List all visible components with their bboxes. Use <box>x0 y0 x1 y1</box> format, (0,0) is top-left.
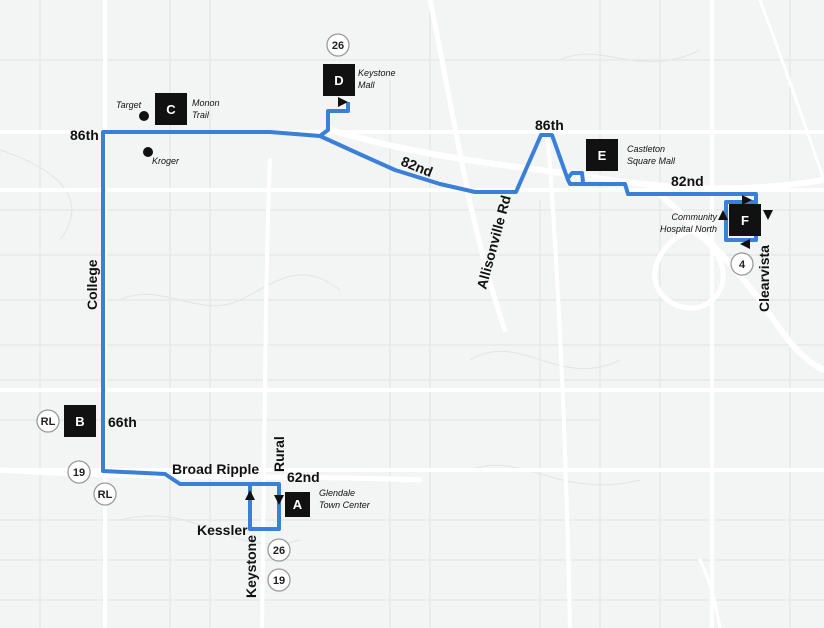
stop-f-place-line-2: Hospital North <box>660 224 717 234</box>
badge-number: 4 <box>739 259 746 271</box>
stop-a-place-line-2: Town Center <box>319 500 371 510</box>
stop-a-place-line-1: Glendale <box>319 488 355 498</box>
stop-a-box <box>285 492 310 517</box>
stop-a[interactable]: A Glendale Town Center <box>285 488 371 517</box>
arrow-icon <box>742 195 752 205</box>
badge-number: RL <box>41 416 56 428</box>
street-label-keystone: Keystone <box>243 535 259 598</box>
arrow-icon <box>274 495 284 505</box>
stop-e-box <box>586 139 618 171</box>
arrow-icon <box>740 239 750 249</box>
stop-d-box <box>323 64 355 96</box>
street-label-86th-west: 86th <box>70 127 99 143</box>
arrow-icon <box>763 210 773 220</box>
landmark-dot-icon <box>143 147 153 157</box>
stop-e-letter: E <box>598 148 607 163</box>
connecting-route-badge[interactable]: RL <box>93 482 117 506</box>
stop-c-place-line-2: Trail <box>192 110 210 120</box>
arrow-icon <box>718 210 728 220</box>
landmark-dot-icon <box>139 111 149 121</box>
stop-f-box <box>729 204 761 236</box>
landmark-target-label: Target <box>116 100 142 110</box>
badge-number: 26 <box>332 40 344 52</box>
stop-d[interactable]: D Keystone Mall <box>323 64 396 96</box>
badge-number: RL <box>98 489 113 501</box>
stop-b[interactable]: B <box>64 405 96 437</box>
connecting-route-badge[interactable]: 26 <box>267 538 291 562</box>
street-label-82nd-east: 82nd <box>671 173 704 189</box>
stop-d-place-line-1: Keystone <box>358 68 396 78</box>
badge-number: 26 <box>273 545 285 557</box>
stop-c-letter: C <box>166 102 176 117</box>
street-label-66th: 66th <box>108 414 137 430</box>
stop-c[interactable]: C Monon Trail <box>155 93 220 125</box>
stop-b-letter: B <box>75 414 84 429</box>
stop-f-letter: F <box>741 213 749 228</box>
stop-c-box <box>155 93 187 125</box>
street-label-college: College <box>84 259 100 310</box>
connecting-route-badge[interactable]: 19 <box>67 460 91 484</box>
connecting-route-badge[interactable]: 4 <box>730 252 754 276</box>
stop-f[interactable]: F Community Hospital North <box>660 204 761 236</box>
stop-b-box <box>64 405 96 437</box>
direction-arrows <box>245 97 773 505</box>
stop-a-letter: A <box>293 497 303 512</box>
stop-e-place-line-2: Square Mall <box>627 156 676 166</box>
street-label-86th-east: 86th <box>535 117 564 133</box>
stop-c-place-line-1: Monon <box>192 98 220 108</box>
route-spur-d <box>318 102 350 138</box>
stop-e-place-line-1: Castleton <box>627 144 665 154</box>
street-label-kessler: Kessler <box>197 522 248 538</box>
route-spur-e <box>566 171 585 183</box>
street-label-clearvista: Clearvista <box>756 245 772 312</box>
landmark-target: Target <box>116 100 149 121</box>
stop-f-place-line-1: Community <box>671 212 717 222</box>
stop-d-place-line-2: Mall <box>358 80 376 90</box>
street-label-rural: Rural <box>271 436 287 472</box>
landmark-kroger-label: Kroger <box>152 156 180 166</box>
arrow-icon <box>245 490 255 500</box>
connecting-route-badge[interactable]: 26 <box>326 33 350 57</box>
connecting-route-badge[interactable]: RL <box>36 409 60 433</box>
stop-e[interactable]: E Castleton Square Mall <box>586 139 676 171</box>
connecting-route-badge[interactable]: 19 <box>267 568 291 592</box>
street-label-62nd: 62nd <box>287 469 320 485</box>
landmark-kroger: Kroger <box>143 147 180 166</box>
arrow-icon <box>338 97 348 107</box>
route-line <box>101 130 758 531</box>
stop-d-letter: D <box>334 73 343 88</box>
badge-number: 19 <box>273 575 285 587</box>
street-label-broad-ripple: Broad Ripple <box>172 461 259 477</box>
badge-number: 19 <box>73 467 85 479</box>
